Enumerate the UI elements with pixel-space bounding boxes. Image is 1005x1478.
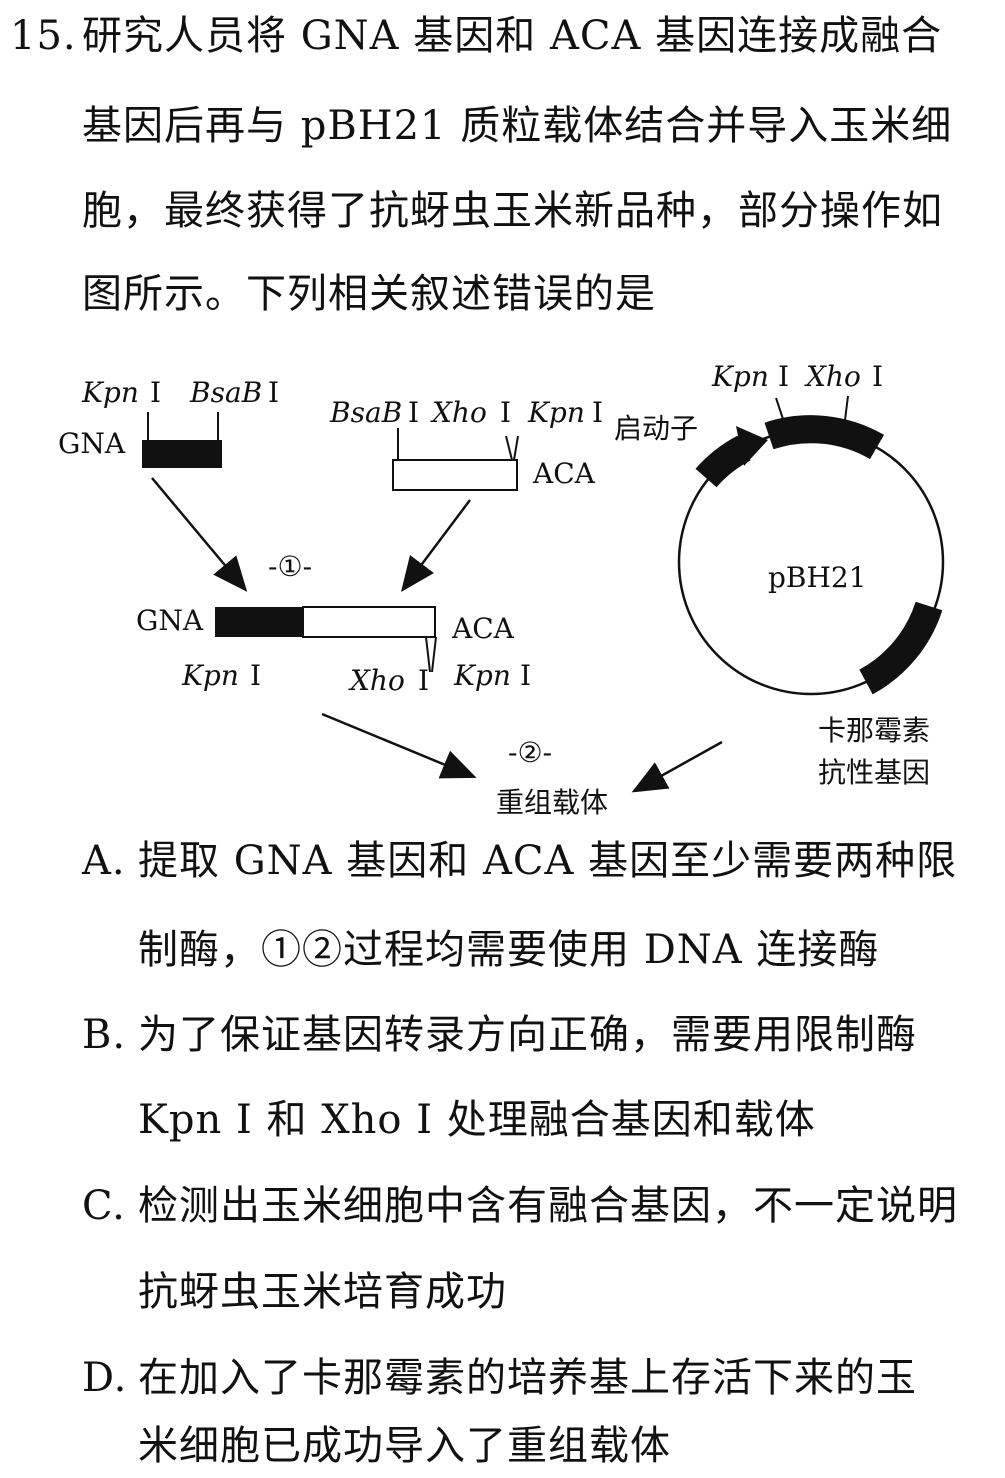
recombinant-vector-label: 重组载体: [496, 786, 608, 819]
fusion-aca-block: [302, 606, 436, 638]
kpn-site-label: Kpn: [527, 396, 585, 429]
promoter-arrowhead: [736, 426, 768, 466]
aca-gene-block: [392, 459, 518, 491]
resistance-label-line1: 卡那霉素: [818, 714, 930, 747]
xho-site-label: Xho: [804, 360, 861, 393]
fusion-gna-block: [215, 607, 303, 637]
xho-site-label: Xho: [348, 664, 405, 697]
kpn-site-label: Kpn: [81, 376, 139, 409]
insertion-segment: [764, 415, 885, 460]
bsab-site-label: BsaB: [329, 396, 402, 429]
roman-numeral: Ⅰ: [418, 664, 429, 697]
question-text: 图所示。下列相关叙述错误的是: [82, 271, 656, 317]
plasmid-name-label: pBH21: [768, 561, 867, 594]
aca-label: ACA: [532, 457, 596, 490]
kpn-site-label: Kpn: [453, 659, 511, 692]
roman-numeral: Ⅰ: [592, 396, 603, 429]
gna-fragment: Kpn Ⅰ BsaB Ⅰ GNA: [58, 376, 279, 468]
arrow-gna-to-fusion: [151, 477, 248, 592]
option-text: 制酶，①②过程均需要使用 DNA 连接酶: [138, 927, 880, 973]
option-text: 检测出玉米细胞中含有融合基因，不一定说明: [138, 1183, 958, 1229]
option-text: 米细胞已成功导入了重组载体: [138, 1423, 671, 1469]
gna-label: GNA: [58, 427, 126, 460]
roman-numeral: Ⅰ: [520, 659, 531, 692]
arrow-aca-to-fusion: [401, 499, 471, 592]
roman-numeral: Ⅰ: [150, 376, 161, 409]
roman-numeral: Ⅰ: [778, 360, 789, 393]
fusion-aca-label: ACA: [451, 612, 515, 645]
arrow-fusion-to-vector: [321, 712, 477, 779]
promoter-arrow: [695, 435, 751, 488]
xho-site-label: Xho: [430, 396, 487, 429]
option-letter: A.: [82, 838, 126, 884]
option-letter: D.: [82, 1355, 128, 1401]
option-text: 为了保证基因转录方向正确，需要用限制酶: [138, 1012, 917, 1058]
question-text: 胞，最终获得了抗蚜虫玉米新品种，部分操作如: [82, 188, 943, 234]
roman-numeral: Ⅰ: [500, 396, 511, 429]
roman-numeral: Ⅰ: [872, 360, 883, 393]
step-1-label: -①-: [268, 550, 312, 583]
option-text: Kpn Ⅰ 和 Xho Ⅰ 处理融合基因和载体: [138, 1097, 816, 1143]
roman-numeral: Ⅰ: [268, 376, 279, 409]
promoter-label: 启动子: [614, 412, 698, 445]
step-2-label: -②-: [508, 736, 552, 769]
roman-numeral: Ⅰ: [250, 659, 261, 692]
option-text: 提取 GNA 基因和 ACA 基因至少需要两种限: [138, 838, 958, 884]
option-text: 在加入了卡那霉素的培养基上存活下来的玉: [138, 1355, 917, 1401]
aca-fragment: BsaB Ⅰ Xho Ⅰ Kpn Ⅰ ACA: [329, 396, 603, 491]
option-letter: C.: [82, 1183, 126, 1229]
plasmid-pbh21: Kpn Ⅰ Xho Ⅰ 启动子 pBH21 卡那霉素 抗性基因: [614, 360, 945, 789]
fusion-gene: GNA ACA Kpn Ⅰ Xho Ⅰ Kpn Ⅰ: [136, 604, 531, 697]
resistance-label-line2: 抗性基因: [818, 756, 930, 789]
kanamycin-resistance-gene: [859, 601, 943, 695]
question-text: 研究人员将 GNA 基因和 ACA 基因连接成融合: [82, 13, 943, 59]
bsab-site-label: BsaB: [189, 376, 262, 409]
question-text: 基因后再与 pBH21 质粒载体结合并导入玉米细: [82, 103, 953, 149]
kpn-site-label: Kpn: [181, 659, 239, 692]
question-number: 15.: [10, 13, 77, 59]
gene-fusion-diagram: Kpn Ⅰ BsaB Ⅰ GNA BsaB Ⅰ Xho Ⅰ Kpn Ⅰ ACA …: [58, 360, 945, 819]
roman-numeral: Ⅰ: [408, 396, 419, 429]
fusion-gna-label: GNA: [136, 604, 204, 637]
gna-gene-block: [142, 440, 222, 468]
arrow-plasmid-to-vector: [631, 740, 723, 793]
option-text: 抗蚜虫玉米培育成功: [138, 1269, 507, 1315]
kpn-site-label: Kpn: [711, 360, 769, 393]
option-letter: B.: [82, 1012, 127, 1058]
